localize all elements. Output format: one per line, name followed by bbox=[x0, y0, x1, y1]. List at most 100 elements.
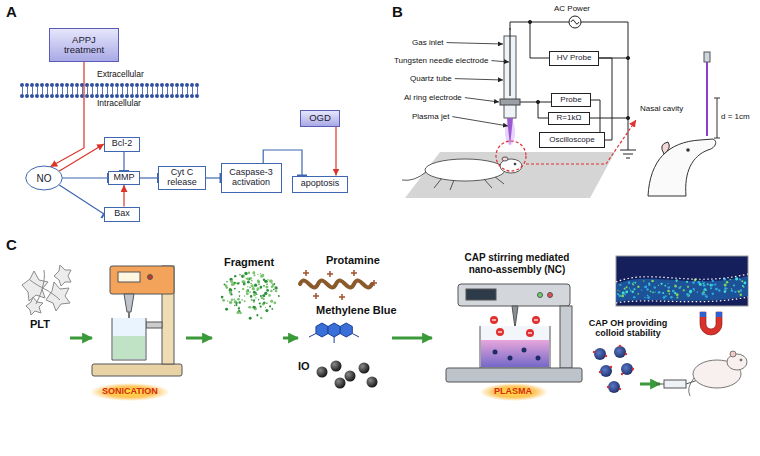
sonicator-device bbox=[112, 318, 146, 360]
fragment-cloud bbox=[278, 295, 280, 297]
mouse-figure bbox=[689, 351, 747, 396]
fluorescence-inset bbox=[683, 289, 685, 291]
node-text: Probe bbox=[560, 96, 581, 105]
fragment-cloud bbox=[265, 307, 266, 308]
plasma-device bbox=[492, 320, 538, 333]
fragment-cloud bbox=[256, 287, 259, 290]
inhibition-line bbox=[140, 177, 158, 178]
fluorescence-inset bbox=[651, 280, 654, 283]
nanoparticles bbox=[632, 368, 634, 370]
nasal-view bbox=[704, 52, 710, 62]
plasma-device bbox=[512, 306, 518, 328]
nanoparticles bbox=[621, 373, 623, 375]
fragment-cloud bbox=[225, 285, 228, 288]
fragment-cloud bbox=[259, 302, 261, 304]
nanoparticles bbox=[608, 381, 620, 393]
fluorescence-inset bbox=[633, 282, 634, 283]
stimulus-box: APPJ treatment bbox=[49, 28, 119, 62]
part-label: Gas inlet bbox=[412, 38, 444, 47]
fluorescence-inset bbox=[652, 291, 654, 293]
fragment-cloud bbox=[249, 286, 251, 288]
fragment-cloud bbox=[246, 289, 249, 292]
platelet-image bbox=[22, 271, 48, 301]
fragment-cloud bbox=[238, 310, 241, 313]
fluorescence-inset bbox=[644, 286, 647, 289]
fragment-cloud bbox=[239, 296, 240, 297]
fragment-cloud bbox=[245, 278, 247, 280]
platelet-image bbox=[30, 270, 60, 304]
sonicator-device bbox=[118, 272, 140, 282]
fluorescence-inset bbox=[725, 289, 726, 290]
mouse-figure bbox=[693, 360, 741, 388]
inhibition-line bbox=[62, 177, 108, 178]
fluorescence-inset bbox=[714, 283, 716, 285]
fragment-cloud bbox=[268, 294, 271, 297]
panel-letter: A bbox=[6, 3, 17, 20]
fluorescence-inset bbox=[686, 281, 688, 283]
fluorescence-inset bbox=[667, 283, 668, 284]
sonicator-device bbox=[128, 312, 130, 342]
fluorescence-inset bbox=[703, 282, 705, 284]
cell-membrane bbox=[22, 87, 200, 94]
fragment-cloud bbox=[260, 317, 262, 319]
fragment-cloud bbox=[238, 291, 240, 293]
inhibition-line bbox=[59, 185, 104, 214]
label-glow bbox=[480, 383, 548, 401]
fluorescence-inset bbox=[631, 291, 634, 294]
outcome-box: apoptosis bbox=[292, 176, 348, 193]
process-box: MMP bbox=[108, 171, 140, 185]
fragment-cloud bbox=[252, 287, 255, 290]
fragment-cloud bbox=[272, 284, 275, 287]
fragment-cloud bbox=[266, 289, 269, 292]
fluorescence-inset bbox=[624, 294, 626, 296]
plasma-device bbox=[446, 284, 582, 382]
fluorescence-inset bbox=[658, 291, 661, 294]
fragment-cloud bbox=[236, 311, 239, 314]
fluorescence-inset bbox=[743, 286, 745, 288]
fluorescence-inset bbox=[693, 288, 695, 290]
zoom-callout bbox=[496, 141, 526, 171]
fragment-cloud bbox=[274, 286, 277, 289]
fragment-cloud bbox=[253, 274, 255, 276]
mouse-figure bbox=[727, 354, 747, 370]
part-label: Nasal cavity bbox=[640, 104, 683, 113]
fluorescence-inset bbox=[740, 289, 742, 291]
region-label: Intracellular bbox=[97, 99, 141, 109]
fluorescence-inset bbox=[689, 291, 692, 294]
fluorescence-inset bbox=[712, 280, 714, 282]
fragment-cloud bbox=[261, 297, 264, 300]
fluorescence-inset bbox=[694, 290, 695, 291]
protamine-chain bbox=[351, 270, 357, 276]
fragment-cloud bbox=[260, 295, 262, 297]
fragment-cloud bbox=[274, 301, 277, 304]
platelet-image bbox=[46, 282, 70, 311]
plasma-device bbox=[481, 340, 549, 367]
leader-line bbox=[447, 43, 509, 126]
fluorescence-inset bbox=[678, 286, 681, 289]
process-arrow bbox=[70, 337, 92, 340]
plasma-device bbox=[528, 332, 532, 333]
plasma-jet-device bbox=[505, 119, 515, 145]
fragment-cloud bbox=[235, 302, 236, 303]
fluorescence-inset bbox=[621, 295, 624, 298]
nanoparticles bbox=[593, 351, 595, 353]
fluorescence-inset bbox=[616, 276, 748, 302]
node-text: Cyt C release bbox=[164, 168, 200, 188]
fragment-cloud bbox=[258, 299, 259, 300]
nanoparticles bbox=[621, 363, 633, 375]
ac-source-symbol bbox=[569, 16, 581, 28]
fluorescence-inset bbox=[674, 285, 677, 288]
fragment-cloud bbox=[270, 300, 273, 303]
fragment-cloud bbox=[241, 275, 244, 278]
process-arrow bbox=[392, 337, 432, 340]
fragment-cloud bbox=[247, 281, 250, 284]
ground-symbol bbox=[623, 154, 633, 155]
fragment-cloud bbox=[255, 284, 257, 286]
plasma-jet-device bbox=[500, 28, 520, 146]
fluorescence-inset bbox=[662, 292, 664, 294]
fragment-cloud bbox=[254, 299, 255, 300]
fragment-cloud bbox=[254, 306, 256, 308]
plasma-device bbox=[538, 293, 543, 298]
fragment-cloud bbox=[264, 280, 267, 283]
